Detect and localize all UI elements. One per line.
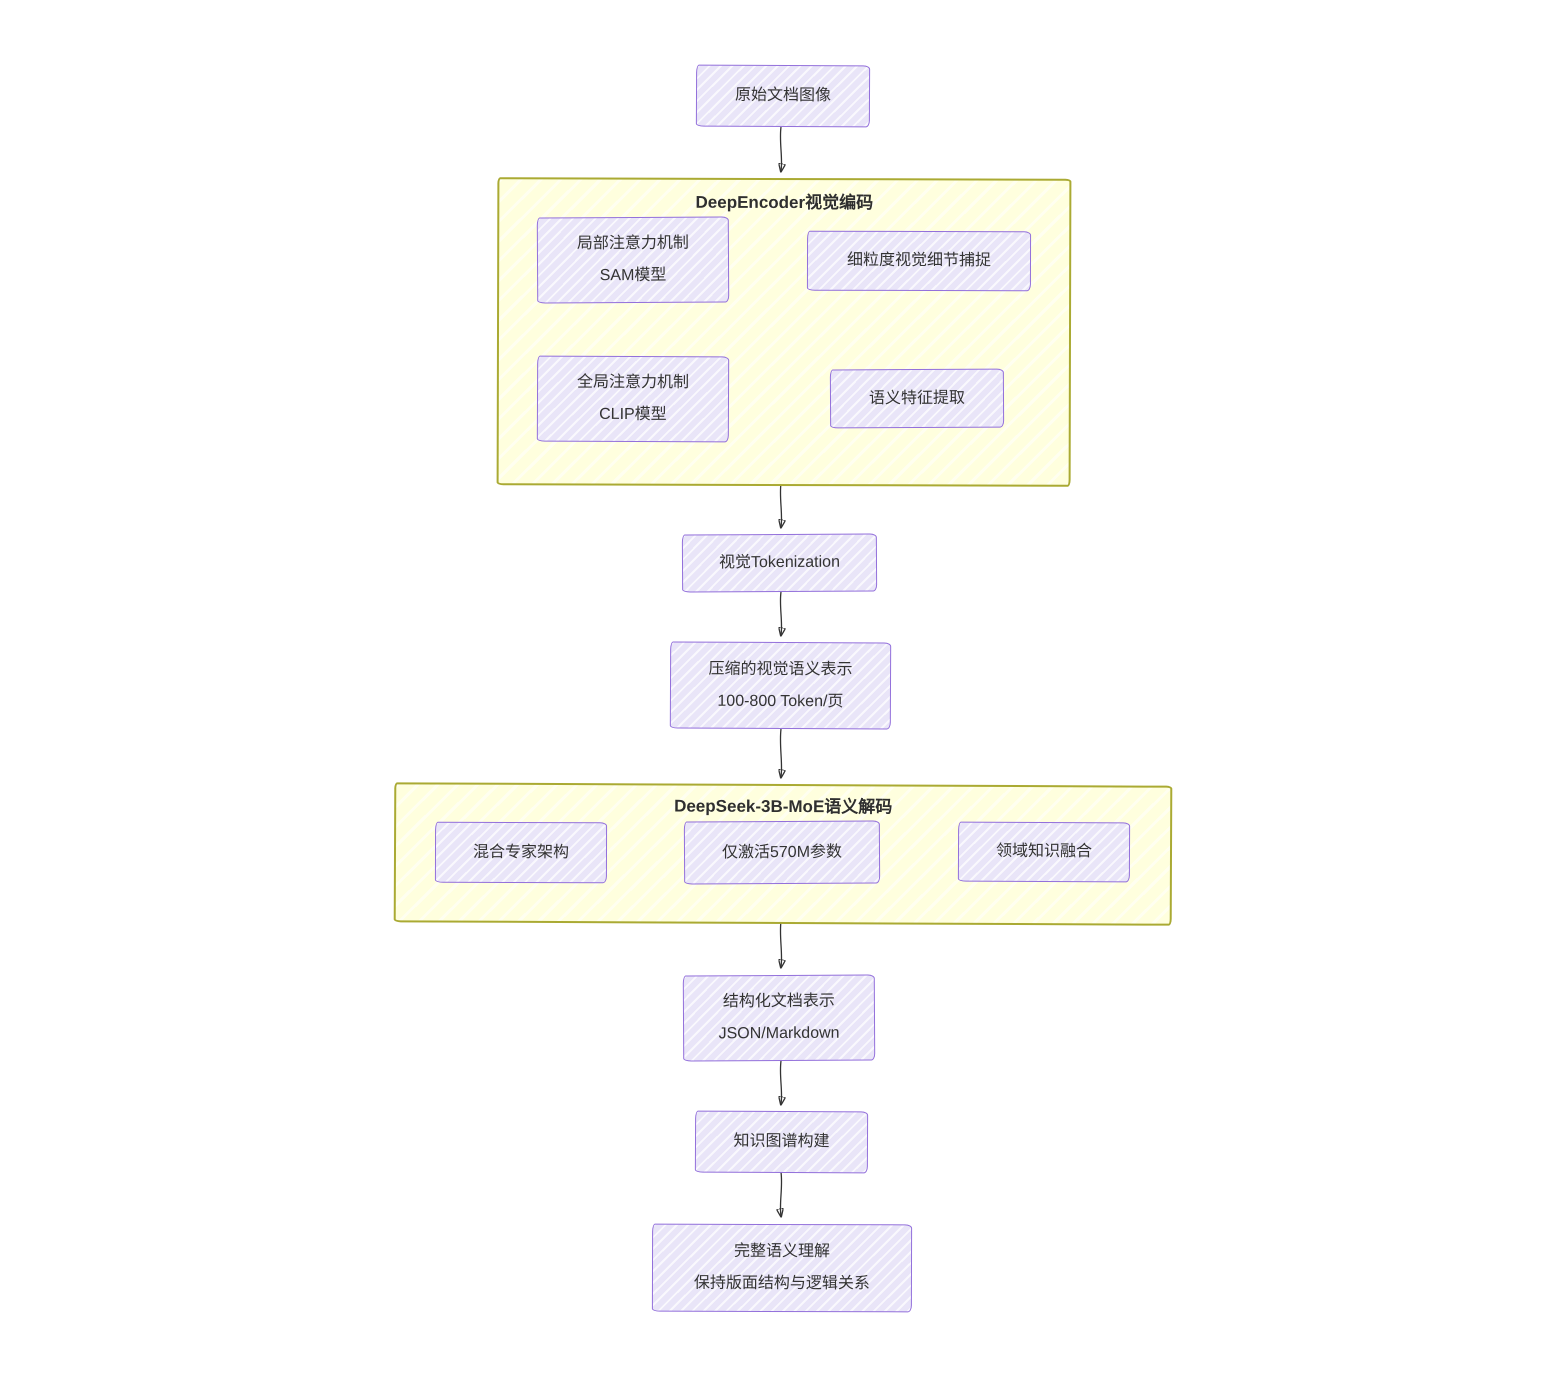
node-final-understanding-line1: 完整语义理解 bbox=[734, 1242, 831, 1261]
edge-tokenization-to-compressed bbox=[780, 591, 781, 635]
node-global-attention: 全局注意力机制 CLIP模型 bbox=[536, 355, 730, 443]
node-compressed-representation-line1: 压缩的视觉语义表示 bbox=[708, 660, 853, 678]
edge-kg-to-final bbox=[780, 1171, 781, 1216]
node-raw-image: 原始文档图像 bbox=[695, 64, 871, 128]
node-fine-grained-capture: 细粒度视觉细节捕捉 bbox=[806, 230, 1032, 292]
node-visual-tokenization-label: 视觉Tokenization bbox=[718, 553, 841, 572]
node-compressed-representation: 压缩的视觉语义表示 100-800 Token/页 bbox=[669, 641, 892, 730]
node-compressed-representation-line2: 100-800 Token/页 bbox=[717, 692, 844, 710]
node-local-attention-line1: 局部注意力机制 bbox=[576, 234, 689, 253]
node-domain-fusion: 领域知识融合 bbox=[957, 821, 1131, 883]
node-final-understanding: 完整语义理解 保持版面结构与逻辑关系 bbox=[651, 1223, 913, 1313]
node-visual-tokenization: 视觉Tokenization bbox=[681, 533, 878, 593]
node-structured-doc-line1: 结构化文档表示 bbox=[722, 992, 835, 1011]
node-fine-grained-capture-label: 细粒度视觉细节捕捉 bbox=[846, 251, 992, 270]
node-moe-architecture-label: 混合专家架构 bbox=[472, 843, 570, 861]
node-knowledge-graph: 知识图谱构建 bbox=[694, 1110, 869, 1174]
edge-decoder-to-structured bbox=[780, 920, 781, 967]
group-deepseek-moe-title: DeepSeek-3B-MoE语义解码 bbox=[674, 796, 893, 817]
node-moe-architecture: 混合专家架构 bbox=[434, 821, 608, 884]
node-structured-doc-line2: JSON/Markdown bbox=[718, 1024, 840, 1043]
edge-encoder-to-tokenization bbox=[780, 482, 781, 527]
node-semantic-feature-label: 语义特征提取 bbox=[868, 389, 966, 407]
node-active-params: 仅激活570M参数 bbox=[683, 820, 881, 885]
node-global-attention-line2: CLIP模型 bbox=[599, 405, 667, 424]
edge-raw-to-encoder bbox=[780, 126, 781, 171]
node-global-attention-line1: 全局注意力机制 bbox=[577, 373, 690, 392]
node-final-understanding-line2: 保持版面结构与逻辑关系 bbox=[693, 1274, 870, 1293]
node-semantic-feature: 语义特征提取 bbox=[829, 368, 1005, 429]
node-local-attention: 局部注意力机制 SAM模型 bbox=[536, 216, 730, 304]
node-knowledge-graph-label: 知识图谱构建 bbox=[733, 1132, 830, 1151]
edge-structured-to-kg bbox=[780, 1060, 781, 1104]
node-structured-doc: 结构化文档表示 JSON/Markdown bbox=[682, 974, 876, 1062]
group-deepencoder-title: DeepEncoder视觉编码 bbox=[695, 192, 874, 213]
node-raw-image-label: 原始文档图像 bbox=[734, 86, 832, 105]
edge-compressed-to-decoder bbox=[780, 728, 781, 777]
node-active-params-label: 仅激活570M参数 bbox=[721, 843, 843, 861]
node-local-attention-line2: SAM模型 bbox=[599, 266, 667, 285]
node-domain-fusion-label: 领域知识融合 bbox=[995, 842, 1093, 861]
